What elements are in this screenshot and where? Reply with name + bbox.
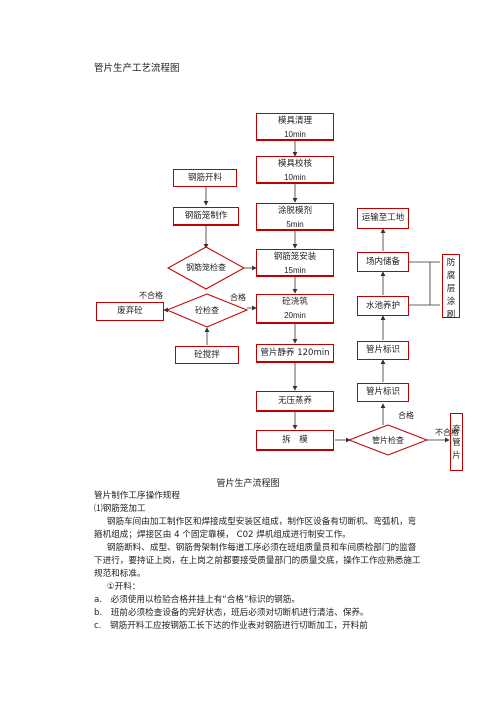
list-item-a: a. 必须使用以检验合格并挂上有“合格”标识的钢筋。 — [94, 595, 300, 605]
step-cage-check: 钢筋笼检查 — [186, 263, 226, 272]
step-pool-cure: 水池养护 — [357, 296, 409, 316]
step-concrete-check: 砼检查 — [195, 306, 219, 315]
step-discard-segment: 弃管片 — [450, 413, 463, 471]
step-rebar-cut: 钢筋开料 — [173, 169, 237, 187]
label-fail-segment: 不合格 — [435, 428, 459, 437]
list-item-c: c. 钢筋开料工应按钢筋工长下达的作业表对钢筋进行切断加工，开料前 — [94, 621, 368, 631]
step-segment-mark-2: 管片标识 — [357, 383, 409, 402]
step-demold: 拆 模 — [256, 430, 334, 451]
paragraph-process: 钢筋断料、成型、钢筋骨架制作每道工序必须在班组质量员和车间质检部门的监督下进行，… — [94, 543, 421, 579]
item-heading-cutting: ①开料： — [106, 582, 141, 592]
step-static-cure: 管片静养 120min — [256, 344, 334, 363]
step-yard-storage: 场内储备 — [357, 252, 409, 272]
label-pass-concrete: 合格 — [230, 293, 246, 302]
step-waste-concrete: 废弃砼 — [96, 302, 164, 321]
step-transport: 运输至工地 — [357, 208, 409, 229]
flow-connectors — [163, 140, 450, 456]
label-fail-concrete: 不合格 — [139, 291, 163, 300]
label-pass-segment: 合格 — [398, 411, 414, 420]
step-segment-mark-1: 管片标识 — [357, 341, 409, 360]
paragraph-workshop: 钢筋车间由加工制作区和焊接成型安装区组成，制作区设备有切断机、弯弧机，弯箍机组成… — [94, 517, 417, 540]
step-concrete-mix: 砼搅拌 — [175, 346, 239, 364]
list-item-b: b. 班前必须检查设备的完好状态，班后必须对切断机进行清洁、保养。 — [94, 608, 369, 618]
section-heading: 管片制作工序操作规程 — [94, 491, 180, 501]
step-waterproof-coat: 防腐层涂刷 — [442, 254, 460, 320]
step-steam-cure: 无压蒸养 — [256, 391, 334, 412]
figure-caption: 管片生产流程图 — [216, 479, 280, 489]
step-cage-make: 钢筋笼制作 — [173, 207, 239, 226]
subsection-heading: ⑴钢筋笼加工 — [94, 504, 146, 514]
doc-title: 管片生产工艺流程图 — [94, 63, 180, 74]
step-segment-check: 管片检查 — [372, 436, 404, 445]
